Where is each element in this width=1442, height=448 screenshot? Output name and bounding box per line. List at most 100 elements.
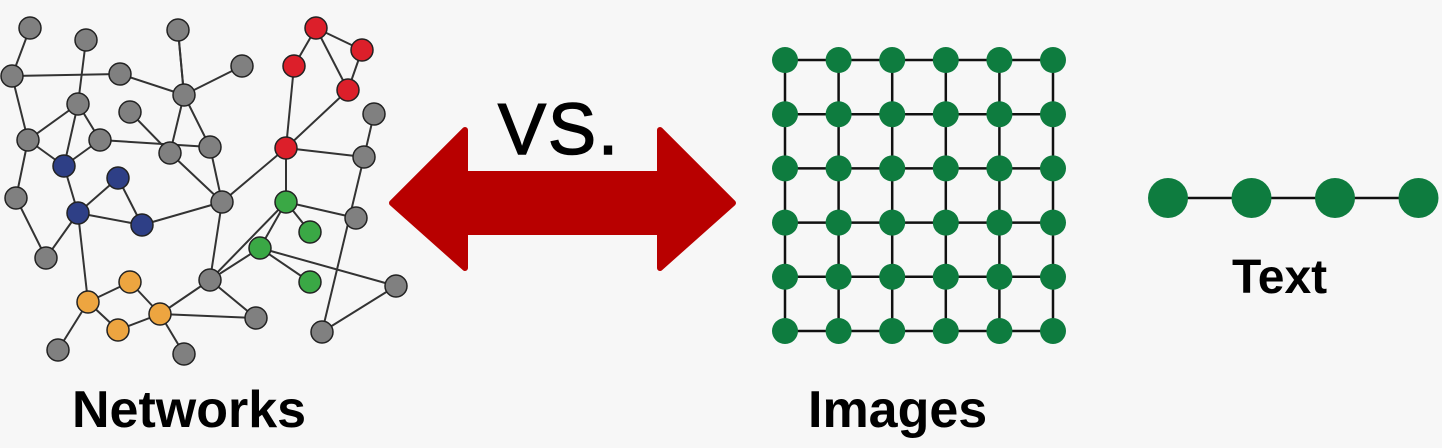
network-edge [141,201,223,226]
double-arrow-icon [389,127,736,271]
grid-node [1040,101,1066,128]
chain-node [1398,178,1439,218]
network-edge [209,201,223,281]
network-node [350,38,374,62]
grid-node [772,318,798,344]
network-node [18,16,42,40]
network-node [66,92,90,116]
network-node [16,128,40,152]
chain-nodes [1148,178,1439,218]
grid-node [1040,263,1066,290]
chain-node [1315,178,1355,218]
network-node [106,318,130,342]
network-node [46,338,70,362]
network-node [198,135,222,159]
network-edge [285,201,357,219]
network-node [274,136,298,160]
grid-node [825,209,852,236]
grid-node [772,263,798,290]
network-node [298,270,322,294]
network-node [88,128,112,152]
network-node [282,54,306,78]
networks-label: Networks [72,381,307,439]
network-edge [259,247,397,287]
network-edge [321,285,397,333]
grid-node [932,155,959,182]
vs-label: VS. [497,90,621,170]
network-edges [11,27,397,355]
network-node [230,54,254,78]
network-nodes [0,16,408,366]
network-graph [0,16,408,366]
network-node [158,141,182,165]
network-edge [159,313,257,319]
network-node [4,186,28,210]
grid-node [879,101,906,128]
grid-node [1040,155,1066,182]
grid-node [772,47,798,73]
network-node [172,342,196,366]
network-node [336,78,360,102]
grid-node [986,209,1013,236]
grid-node [879,209,906,236]
grid-node [825,318,852,344]
network-node [352,145,376,169]
network-node [66,201,90,225]
grid-node [879,155,906,182]
image-grid-graph [772,47,1066,344]
grid-node [825,101,852,128]
network-node [74,28,98,52]
network-node [310,320,334,344]
grid-node [1040,318,1066,344]
grid-node [986,318,1013,344]
grid-edges [783,58,1055,333]
grid-node [879,47,906,73]
network-node [148,302,172,326]
double-arrow-shape [389,127,736,271]
grid-node [1040,47,1066,73]
network-node [248,236,272,260]
network-node [52,154,76,178]
network-node [244,306,268,330]
network-edge [99,139,211,148]
network-node [274,190,298,214]
grid-node [879,318,906,344]
network-edge [209,201,287,281]
network-edge [11,73,121,77]
grid-node [825,263,852,290]
grid-node [932,263,959,290]
network-edge [285,147,365,158]
network-node [130,213,154,237]
network-node [304,16,328,40]
network-node [118,270,142,294]
network-node [362,102,386,126]
grid-node [986,155,1013,182]
grid-node [932,101,959,128]
grid-node [986,263,1013,290]
network-edge [221,147,287,203]
network-node [172,83,196,107]
grid-node [879,263,906,290]
network-node [344,206,368,230]
network-node [108,62,132,86]
network-node [298,220,322,244]
chain-node [1148,178,1188,218]
network-node [76,290,100,314]
grid-node [986,47,1013,73]
network-edge [285,89,349,149]
grid-node [932,209,959,236]
text-label: Text [1232,251,1328,304]
network-node [34,246,58,270]
network-edge [169,152,223,203]
grid-nodes [772,47,1066,344]
network-edge [285,65,295,149]
grid-node [825,47,852,73]
grid-node [1040,209,1066,236]
grid-node [932,47,959,73]
grid-node [986,101,1013,128]
grid-node [825,155,852,182]
grid-node [932,318,959,344]
network-node [106,166,130,190]
network-edge [77,212,89,303]
grid-node [772,155,798,182]
